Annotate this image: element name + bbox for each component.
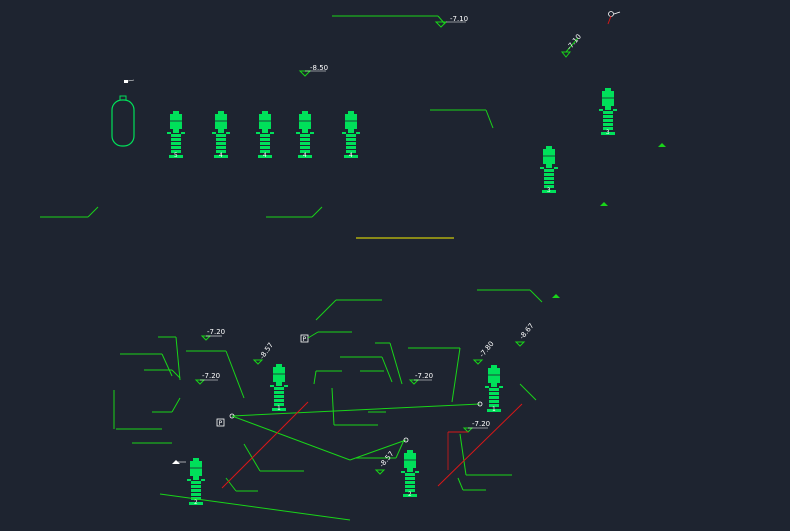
pump-bottom-0: 1 [270,364,288,412]
right-markers [552,143,666,298]
pump-bottom-number-1: 2 [194,499,198,506]
fire-pipe-annotation [430,109,494,129]
pump-right-number-0: 3 [606,129,610,136]
piping-network [159,401,523,521]
elevation-e13: -8.57 [378,450,396,469]
pump-top-number-2: 4 [263,152,267,159]
elevation-e10: -7.80 [478,340,496,359]
elevation-e5: -7.20 [202,372,220,380]
bottom-annotations: P -7.20 -8.57 -7.20 -7 [113,289,543,492]
pressure-switch-symbol-1: P [303,336,307,343]
pump-group-bottom: 1 2 2 1 [187,364,503,506]
elevation-e12: -7.20 [472,420,490,428]
pressure-switch-symbol-2: P [219,420,223,427]
pump-top-number-1: 4 [219,152,223,159]
pump-top-number-4: 4 [349,152,353,159]
elevation-e2: -8.50 [310,64,328,72]
pump-bottom-number-3: 1 [492,406,496,413]
pump-group-right: 33 [540,88,617,194]
top-right-valve-symbol [607,11,621,25]
pump-right-1: 3 [540,146,558,194]
elevation-e3: -7.10 [565,33,583,52]
elevation-e6: -8.57 [258,341,275,360]
elevation-e11: -8.67 [518,322,536,341]
elevation-marker-top-right: -7.10 [560,33,583,58]
pump-top-1: 4 [212,111,230,159]
pump-group-top: 5 4 4 4 4 [167,111,360,159]
pump-top-3: 4 [296,111,314,159]
pump-top-4: 4 [342,111,360,159]
drain-annotation-mid [266,206,323,218]
pump-bottom-1: 2 [187,458,205,506]
pressure-tank [111,95,135,147]
elevation-e7: -7.20 [415,372,433,380]
drain-annotation-left [40,206,99,218]
pump-top-0: 5 [167,111,185,159]
elevation-e4: -7.20 [207,328,225,336]
pump-bottom-number-0: 1 [277,405,281,412]
small-valve-tank [124,79,135,83]
pump-right-0: 3 [599,88,617,136]
pump-bottom-2: 2 [401,450,419,498]
elevation-e1: -7.10 [450,15,468,23]
elevation-marker-top-left: -8.50 [298,64,328,77]
pump-top-number-3: 4 [303,152,307,159]
pump-bottom-3: 1 [485,365,503,413]
top-pipe-annotation: -7.10 [332,15,468,28]
pump-top-2: 4 [256,111,274,159]
pump-top-number-0: 5 [174,152,178,159]
pump-bottom-number-2: 2 [408,491,412,498]
pump-right-number-1: 3 [547,187,551,194]
